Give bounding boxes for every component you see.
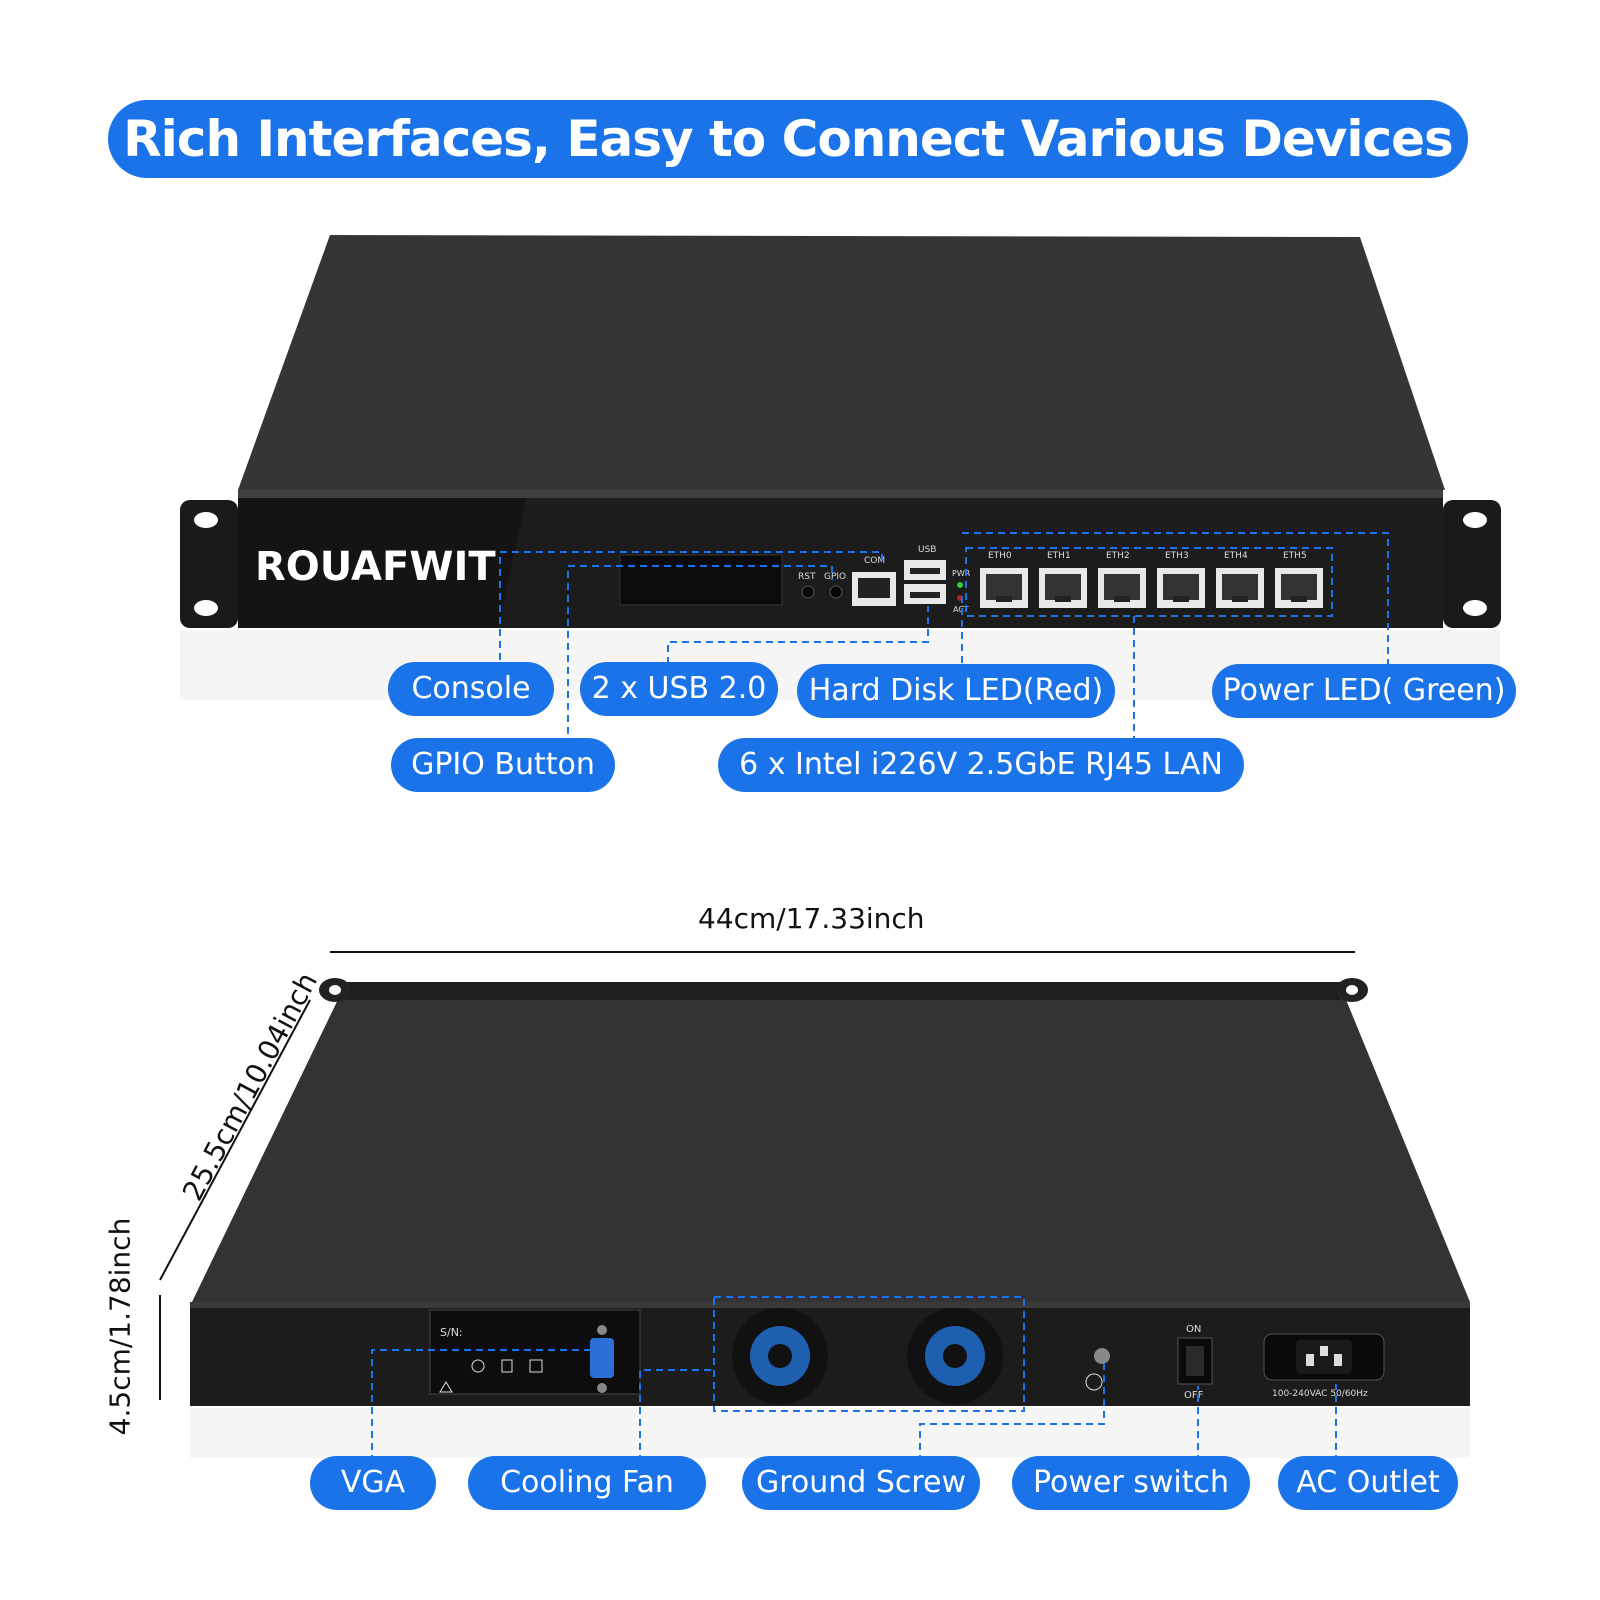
hdd-led-callout-label: Hard Disk LED(Red) xyxy=(808,673,1104,708)
gpio-label: GPIO xyxy=(824,572,846,582)
rj45-port xyxy=(980,568,1028,608)
vga-callout-label: VGA xyxy=(340,1465,406,1500)
rj45-port xyxy=(1039,568,1087,608)
ac-outlet-callout: AC Outlet xyxy=(1278,1456,1458,1510)
pwr-led-label: PWR xyxy=(952,569,971,578)
rst-label: RST xyxy=(798,572,816,582)
eth-label-1: ETH1 xyxy=(1047,551,1071,561)
rear-chassis-face xyxy=(190,1302,1470,1406)
rear-callout-leaders xyxy=(371,1296,1337,1462)
vga-callout: VGA xyxy=(310,1456,436,1510)
gpio-button xyxy=(829,585,843,599)
eth-label-4: ETH4 xyxy=(1224,551,1248,561)
eth-port-group: ETH0 ETH1 ETH2 ETH3 ETH4 ETH5 xyxy=(980,551,1323,608)
eth-label-3: ETH3 xyxy=(1165,551,1189,561)
cooling-fan-callout-label: Cooling Fan xyxy=(500,1465,674,1500)
lcd-window xyxy=(619,554,783,606)
usb-callout: 2 x USB 2.0 xyxy=(580,662,778,716)
com-label: COM xyxy=(864,556,885,566)
rj45-port xyxy=(1157,568,1205,608)
width-dimension-label: 44cm/17.33inch xyxy=(698,902,925,935)
front-callout-leaders xyxy=(499,532,1389,770)
cooling-fan xyxy=(907,1308,1003,1404)
vga-port xyxy=(590,1338,614,1378)
lan-callout-label: 6 x Intel i226V 2.5GbE RJ45 LAN xyxy=(739,747,1223,782)
console-callout: Console xyxy=(388,662,554,716)
page-title-banner: Rich Interfaces, Easy to Connect Various… xyxy=(108,100,1468,178)
eth-label-2: ETH2 xyxy=(1106,551,1130,561)
rj45-port xyxy=(1098,568,1146,608)
ground-symbol-icon xyxy=(1085,1373,1103,1391)
weee-icon xyxy=(501,1359,513,1373)
rst-button xyxy=(801,585,815,599)
cooling-fan xyxy=(732,1308,828,1404)
warning-icon xyxy=(439,1381,453,1393)
page-title: Rich Interfaces, Easy to Connect Various… xyxy=(123,110,1454,168)
gpio-callout: GPIO Button xyxy=(391,738,615,792)
console-callout-label: Console xyxy=(411,671,531,706)
power-led-callout: Power LED( Green) xyxy=(1212,664,1516,718)
front-chassis-top xyxy=(238,235,1445,490)
hdd-led-callout: Hard Disk LED(Red) xyxy=(797,664,1115,718)
ac-rating-label: 100-240VAC 50/60Hz xyxy=(1272,1389,1368,1399)
brand-logo: ROUAFWIT xyxy=(255,544,496,590)
left-rack-ear xyxy=(180,500,238,628)
gpio-callout-label: GPIO Button xyxy=(411,747,595,782)
power-led-callout-label: Power LED( Green) xyxy=(1222,673,1506,708)
act-led-label: ACT xyxy=(953,605,969,614)
eth-label-5: ETH5 xyxy=(1283,551,1307,561)
ground-screw xyxy=(1094,1348,1110,1364)
cert-icon xyxy=(529,1359,543,1373)
cooling-fan-callout: Cooling Fan xyxy=(468,1456,706,1510)
usb-callout-label: 2 x USB 2.0 xyxy=(591,671,767,706)
rear-chassis-top xyxy=(192,985,1470,1302)
depth-dimension-line xyxy=(159,999,311,1281)
serial-number-label: S/N: xyxy=(440,1326,463,1339)
rj45-port xyxy=(1216,568,1264,608)
ground-screw-callout-label: Ground Screw xyxy=(755,1465,967,1500)
power-led xyxy=(957,582,963,588)
switch-on-label: ON xyxy=(1186,1324,1201,1335)
rj45-port xyxy=(1275,568,1323,608)
ac-outlet-callout-label: AC Outlet xyxy=(1296,1465,1440,1500)
rear-device-illustration: S/N: ON OFF 100-240VAC 50/60Hz xyxy=(159,951,1470,1462)
recycle-icon xyxy=(471,1359,485,1373)
switch-off-label: OFF xyxy=(1184,1390,1204,1401)
ground-screw-callout: Ground Screw xyxy=(742,1456,980,1510)
right-rack-ear xyxy=(1443,500,1501,628)
power-switch-callout: Power switch xyxy=(1012,1456,1250,1510)
eth-label-0: ETH0 xyxy=(988,551,1012,561)
lan-callout: 6 x Intel i226V 2.5GbE RJ45 LAN xyxy=(718,738,1244,792)
usb-label: USB xyxy=(918,545,936,555)
power-switch-callout-label: Power switch xyxy=(1032,1465,1229,1500)
